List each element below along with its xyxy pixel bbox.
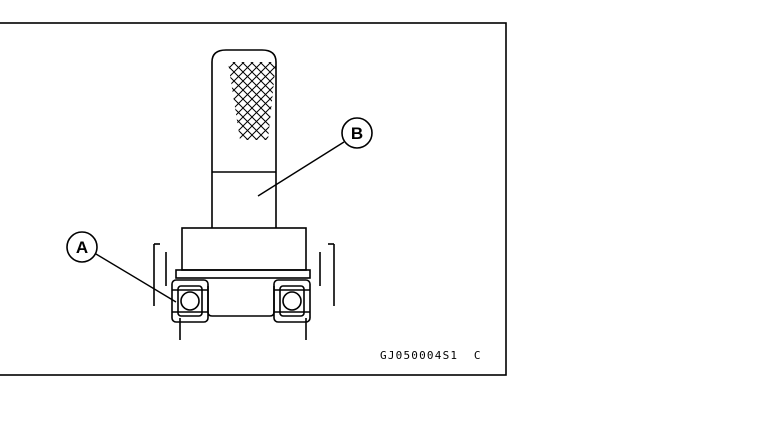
driver-base (175, 227, 311, 279)
right-bearing (273, 279, 311, 323)
figure-code: GJ050004S1 C (380, 349, 482, 362)
bearing-driver-tool (211, 49, 277, 228)
callout-a-label: A (76, 238, 88, 257)
callout-b-label: B (351, 124, 363, 143)
callout-b: B (257, 117, 373, 197)
left-bearing (171, 279, 209, 323)
center-shaft (207, 286, 275, 317)
callout-a-leader (95, 253, 177, 303)
knurled-grip (228, 62, 276, 140)
callout-b-leader (257, 141, 345, 197)
figure-frame (0, 22, 507, 376)
callout-a: A (66, 231, 177, 303)
housing-walls (153, 243, 335, 340)
